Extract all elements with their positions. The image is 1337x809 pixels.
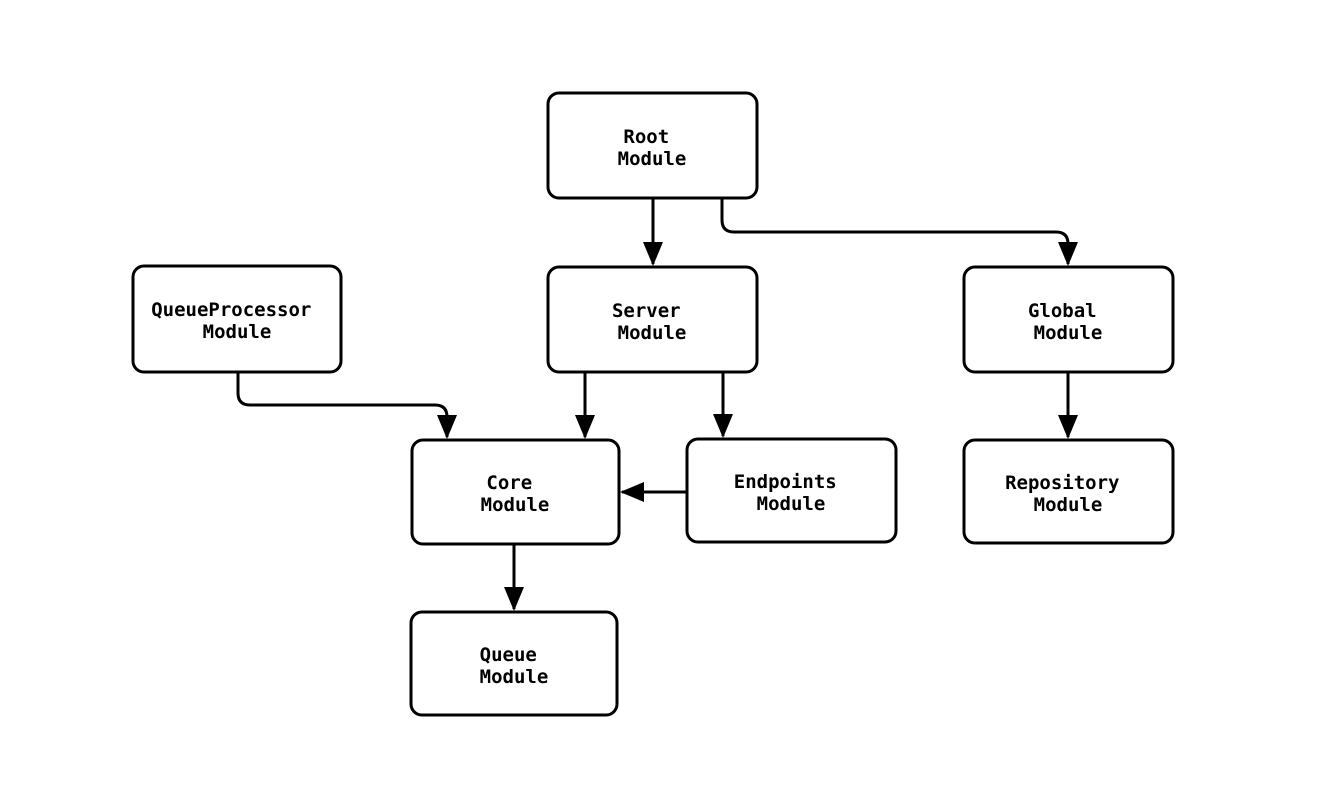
node-root-module: Root Module <box>546 91 759 200</box>
edges <box>236 198 1078 611</box>
node-global-module-box <box>962 265 1175 374</box>
node-server-module: Server Module <box>546 265 759 374</box>
node-core-module-box <box>410 438 621 546</box>
node-queueprocessor-module: QueueProcessor Module <box>131 264 343 374</box>
node-root-module-box <box>546 91 759 200</box>
node-queue-module-label: Queue Module <box>480 644 549 688</box>
node-server-module-label: Server Module <box>612 300 692 344</box>
node-repository-module-label: Repository Module <box>1005 472 1131 516</box>
node-server-module-box <box>546 265 759 374</box>
node-queueprocessor-module-box <box>131 264 343 374</box>
node-queue-module-box <box>409 610 619 717</box>
node-queue-module: Queue Module <box>409 610 619 717</box>
node-queueprocessor-module-label: QueueProcessor Module <box>151 299 323 343</box>
node-repository-module-box <box>962 438 1175 545</box>
edge-queueprocessor-to-core <box>236 372 457 439</box>
node-global-module-label: Global Module <box>1028 300 1108 344</box>
node-endpoints-module-label: Endpoints Module <box>734 471 848 515</box>
node-global-module: Global Module <box>962 265 1175 374</box>
node-endpoints-module: Endpoints Module <box>685 437 898 544</box>
node-repository-module: Repository Module <box>962 438 1175 545</box>
node-root-module-label: Root Module <box>618 126 687 170</box>
node-core-module-label: Core Module <box>481 472 550 516</box>
node-core-module: Core Module <box>410 438 621 546</box>
edge-root-to-global <box>720 198 1078 266</box>
node-endpoints-module-box <box>685 437 898 544</box>
